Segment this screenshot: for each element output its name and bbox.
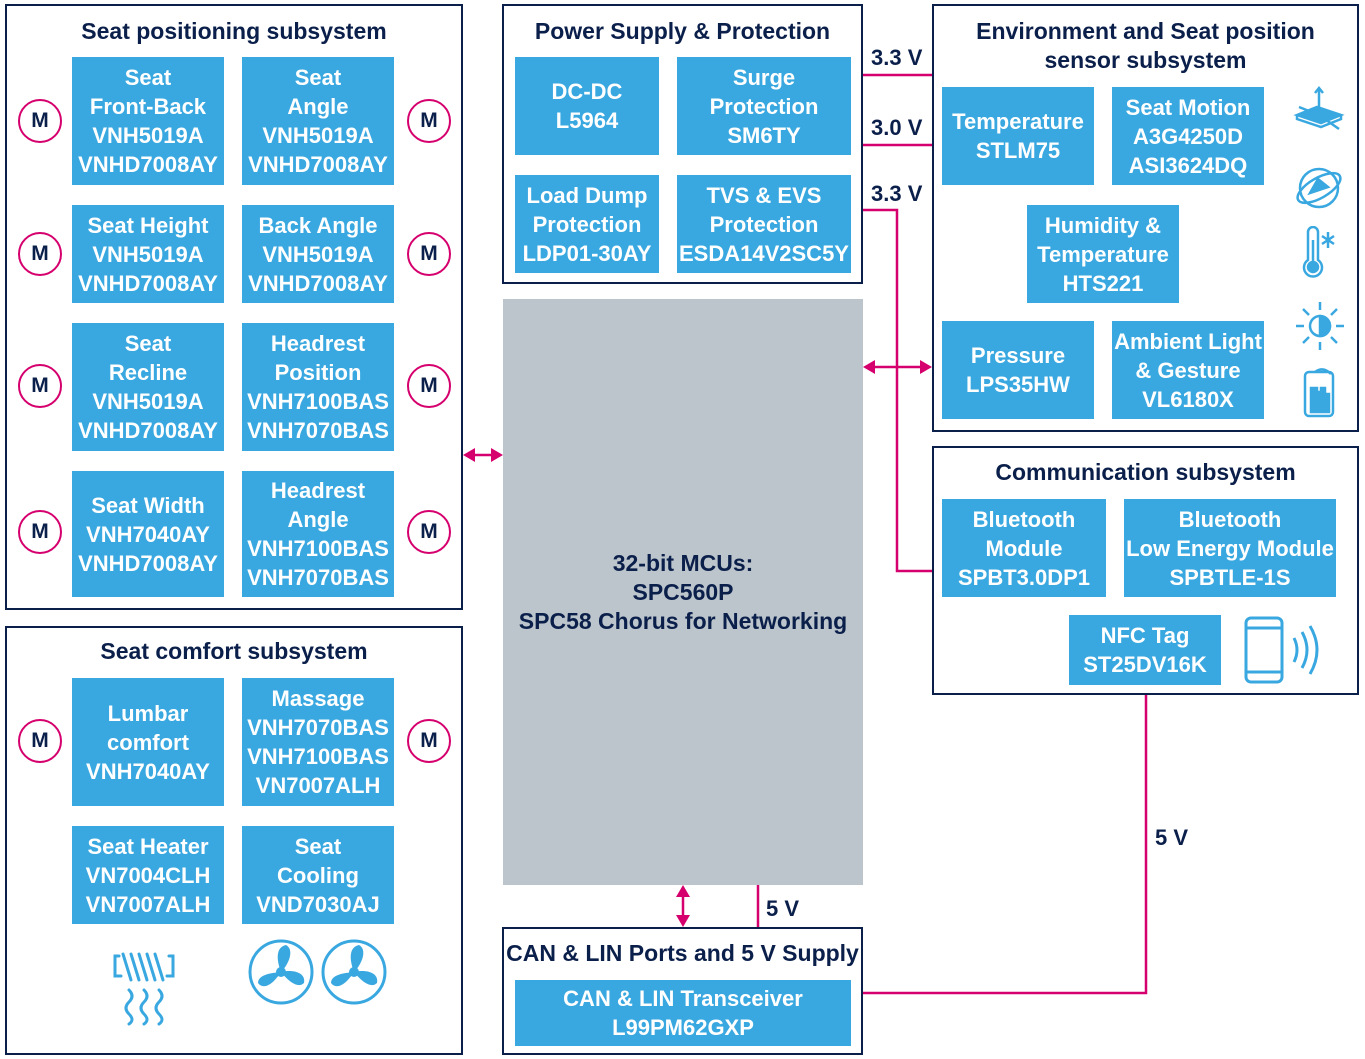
motor-icon: M [407, 719, 451, 763]
motor-icon: M [18, 232, 62, 276]
seat-height-block: Seat Height VNH5019A VNHD7008AY [72, 205, 224, 303]
environment-title: Environment and Seat position sensor sub… [976, 18, 1315, 73]
headrest-position-block: Headrest Position VNH7100BAS VNH7070BAS [242, 323, 394, 451]
smartphone-nfc-icon [1244, 616, 1319, 684]
voltage-label: 3.3 V [871, 181, 923, 206]
seat-comfort-title: Seat comfort subsystem [100, 638, 368, 664]
fan-icon [248, 939, 314, 1005]
ambient-light-block: Ambient Light & Gesture VL6180X [1112, 321, 1264, 419]
motor-icon: M [18, 364, 62, 408]
heater-icon [113, 952, 175, 1026]
motor-icon: M [407, 232, 451, 276]
motor-icon: M [407, 364, 451, 408]
temperature-block: Temperature STLM75 [942, 87, 1094, 185]
bluetooth-le-block: Bluetooth Low Energy Module SPBTLE-1S [1124, 499, 1336, 597]
humidity-temperature-block: Humidity & Temperature HTS221 [1027, 205, 1179, 303]
surge-protection-block: Surge Protection SM6TY [677, 57, 851, 155]
voltage-label: 3.0 V [871, 115, 923, 140]
pressure-block: Pressure LPS35HW [942, 321, 1094, 419]
seat-heater-block: Seat Heater VN7004CLH VN7007ALH [72, 826, 224, 924]
thermometer-icon [1302, 226, 1335, 278]
seat-front-back-block: Seat Front-Back VNH5019A VNHD7008AY [72, 57, 224, 185]
back-angle-block: Back Angle VNH5019A VNHD7008AY [242, 205, 394, 303]
voltage-label: 5 V [1155, 825, 1189, 850]
voltage-label: 3.3 V [871, 45, 923, 70]
communication-title: Communication subsystem [995, 459, 1296, 485]
motion-sensor-icon [1293, 85, 1345, 131]
massage-block: Massage VNH7070BAS VNH7100BAS VN7007ALH [242, 678, 394, 806]
motor-icon: M [18, 99, 62, 143]
power-supply-title: Power Supply & Protection [534, 18, 831, 44]
can-lin-transceiver-block: CAN & LIN Transceiver L99PM62GXP [515, 980, 851, 1046]
voltage-label: 5 V [766, 896, 800, 921]
seat-recline-block: Seat Recline VNH5019A VNHD7008AY [72, 323, 224, 451]
gyroscope-icon [1296, 167, 1342, 209]
motor-icon: M [18, 719, 62, 763]
seat-positioning-title: Seat positioning subsystem [81, 18, 387, 44]
seat-motion-block: Seat Motion A3G4250D ASI3624DQ [1112, 87, 1264, 185]
bluetooth-module-block: Bluetooth Module SPBT3.0DP1 [942, 499, 1106, 597]
dc-dc-block: DC-DC L5964 [515, 57, 659, 155]
motor-icon: M [18, 510, 62, 554]
tvs-evs-block: TVS & EVS Protection ESDA14V2SC5Y [677, 175, 851, 273]
headrest-angle-block: Headrest Angle VNH7100BAS VNH7070BAS [242, 471, 394, 597]
mcu-block: 32-bit MCUs: SPC560P SPC58 Chorus for Ne… [503, 299, 863, 885]
light-icon [1296, 302, 1344, 350]
nfc-tag-block: NFC Tag ST25DV16K [1069, 615, 1221, 685]
seat-width-block: Seat Width VNH7040AY VNHD7008AY [72, 471, 224, 597]
seat-cooling-block: Seat Cooling VND7030AJ [242, 826, 394, 924]
can-lin-title: CAN & LIN Ports and 5 V Supply [506, 940, 859, 966]
motor-icon: M [407, 99, 451, 143]
load-dump-block: Load Dump Protection LDP01-30AY [515, 175, 659, 273]
fan-icon [321, 939, 387, 1005]
seat-angle-block: Seat Angle VNH5019A VNHD7008AY [242, 57, 394, 185]
gesture-hand-icon [1303, 368, 1335, 418]
motor-icon: M [407, 510, 451, 554]
lumbar-comfort-block: Lumbar comfort VNH7040AY [72, 678, 224, 806]
